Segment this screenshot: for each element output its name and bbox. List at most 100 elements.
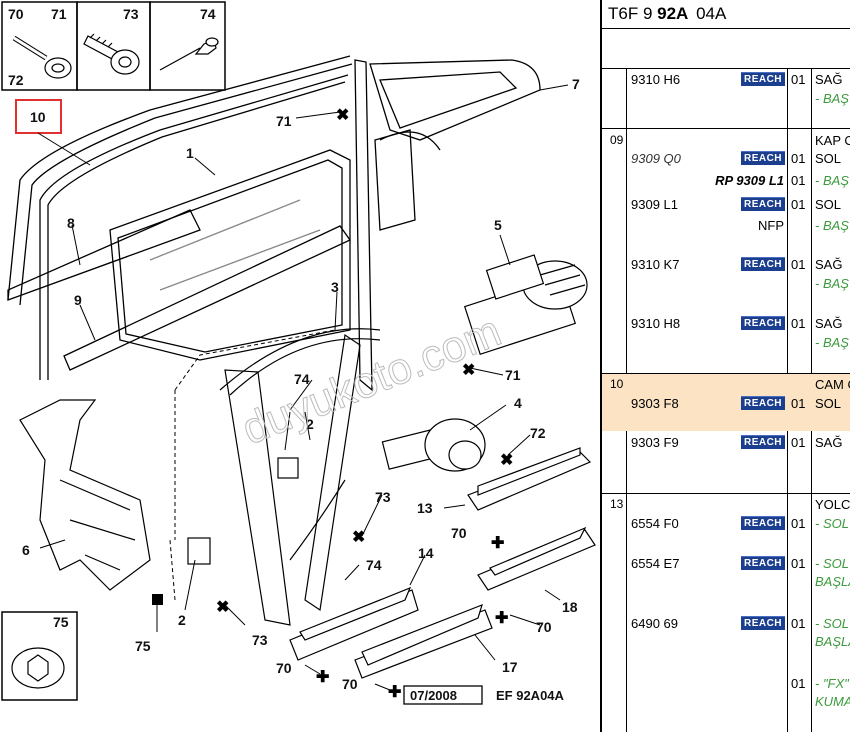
part-desc: SAĞ — [815, 72, 843, 87]
part-qty: 01 — [791, 676, 806, 691]
svg-text:✖: ✖ — [336, 107, 349, 124]
selected-group-highlight — [602, 373, 850, 431]
callout: 75 — [53, 614, 69, 630]
reach-badge: REACH — [741, 151, 785, 165]
callout: 14 — [418, 545, 434, 561]
part-desc: SOL — [815, 151, 842, 166]
part-note: NFP — [758, 218, 784, 233]
callout: 13 — [417, 500, 433, 516]
reach-badge: REACH — [741, 516, 785, 530]
part-qty: 01 — [791, 516, 806, 531]
part-desc: SAĞ — [815, 316, 843, 331]
reach-badge: REACH — [741, 257, 785, 271]
reach-badge: REACH — [741, 556, 785, 570]
part-sub: - BAŞ — [815, 91, 849, 106]
callout: 17 — [502, 659, 518, 675]
part-sub: - "FX" — [815, 676, 849, 691]
window-regulator — [219, 328, 381, 626]
rivet-icon — [159, 37, 219, 71]
clip-parts — [187, 457, 299, 565]
screw-icon — [12, 35, 72, 79]
part-qty: 01 — [791, 396, 806, 411]
divider — [602, 493, 850, 494]
svg-text:✖: ✖ — [216, 599, 229, 616]
svg-text:✚: ✚ — [491, 535, 504, 552]
part-qty: 01 — [791, 257, 806, 272]
group-num: 10 — [610, 377, 624, 391]
callout: 70 — [276, 660, 292, 676]
group-desc: YOLC — [815, 497, 850, 512]
part-ref: 9309 L1 — [631, 197, 678, 212]
code-suffix: 04A — [696, 4, 727, 23]
window-motor-rear — [463, 254, 588, 355]
callout: 74 — [294, 371, 310, 387]
part-qty: 01 — [791, 173, 806, 188]
callout: 70 — [8, 6, 24, 22]
part-sub: KUMA — [815, 694, 850, 709]
callout: 71 — [505, 367, 521, 383]
reach-badge: REACH — [741, 72, 785, 86]
callout: 9 — [74, 292, 82, 308]
callout: 6 — [22, 542, 30, 558]
part-sub: - SOL — [815, 556, 849, 571]
svg-text:✖: ✖ — [352, 529, 365, 546]
part-sub: - BAŞ — [815, 335, 849, 350]
part-sub: - SOL — [815, 616, 849, 631]
group-num: 09 — [610, 133, 624, 147]
bolt-icon — [83, 33, 140, 75]
part-desc: SOL — [815, 396, 842, 411]
callout: 73 — [252, 632, 268, 648]
fastener-square-75 — [152, 594, 163, 605]
code-prefix: T6F 9 — [608, 4, 653, 23]
part-sub: - BAŞ — [815, 276, 849, 291]
part-ref: 9310 H8 — [631, 316, 681, 331]
callout: 71 — [51, 6, 67, 22]
parts-exploded-diagram: ✖ ✖ ✖ ✖ ✖ ✚ ✚ ✚ ✚ 70 71 73 74 72 10 1 8 … — [1, 1, 596, 705]
quarter-window — [354, 59, 541, 392]
callout: 71 — [276, 113, 292, 129]
group-desc: CAM C — [815, 377, 850, 392]
leader-lines — [37, 84, 569, 691]
part-desc: SOL — [815, 197, 842, 212]
part-qty: 01 — [791, 316, 806, 331]
group-num: 13 — [610, 497, 624, 511]
callout: 75 — [135, 638, 151, 654]
model-code: T6F 9 92A 04A — [602, 0, 850, 29]
part-ref: RP 9309 L1 — [715, 173, 784, 188]
part-ref: 9303 F9 — [631, 435, 679, 450]
part-sub: - BAŞ — [815, 173, 849, 188]
part-sub: - SOL — [815, 516, 849, 531]
part-sub: BAŞLA — [815, 634, 850, 649]
window-motor-front — [381, 418, 486, 472]
part-qty: 01 — [791, 616, 806, 631]
callout: 8 — [67, 215, 75, 231]
footer-date-box — [403, 685, 483, 705]
part-qty: 01 — [791, 197, 806, 212]
callout: 1 — [186, 145, 194, 161]
callout: 72 — [530, 425, 546, 441]
svg-text:✚: ✚ — [316, 669, 329, 686]
divider — [602, 128, 850, 129]
window-switches — [289, 447, 596, 679]
part-ref: 9310 H6 — [631, 72, 681, 87]
part-ref: 6554 E7 — [631, 556, 680, 571]
part-qty: 01 — [791, 556, 806, 571]
callout: 2 — [178, 612, 186, 628]
part-desc: SAĞ — [815, 257, 843, 272]
part-ref: 6554 F0 — [631, 516, 679, 531]
dashed-panel-outline — [169, 329, 336, 601]
footer-ref: EF 92A04A — [496, 688, 565, 703]
divider — [602, 68, 850, 69]
washer-box — [1, 611, 78, 701]
callout: 72 — [8, 72, 24, 88]
part-qty: 01 — [791, 151, 806, 166]
group-desc: KAP C — [815, 133, 850, 148]
reach-badge: REACH — [741, 435, 785, 449]
svg-text:✚: ✚ — [388, 684, 401, 701]
callout: 2 — [306, 416, 314, 432]
svg-text:✖: ✖ — [462, 362, 475, 379]
part-sub: - BAŞ — [815, 218, 849, 233]
callout: 73 — [375, 489, 391, 505]
callout: 70 — [342, 676, 358, 692]
callout: 74 — [366, 557, 382, 573]
